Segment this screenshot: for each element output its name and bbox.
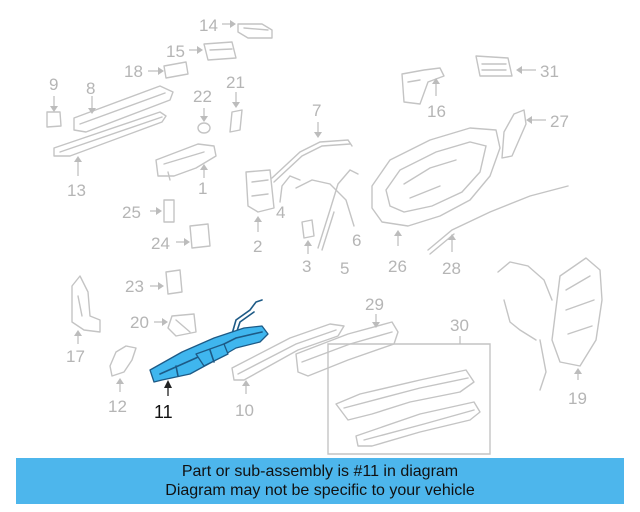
callout-5: 5 [340,259,349,278]
part-14[interactable]: 14 [199,16,273,39]
callout-27: 27 [550,112,569,131]
part-2[interactable]: 2 [245,169,275,256]
part-6[interactable]: 6 [295,179,361,250]
callout-18: 18 [124,62,143,81]
callout-1: 1 [198,179,207,198]
callout-3: 3 [302,257,311,276]
part-25[interactable]: 25 [122,199,175,223]
callout-30: 30 [450,316,469,335]
callout-16: 16 [427,102,446,121]
part-21[interactable]: 21 [226,73,245,133]
part-28[interactable]: 28 [427,185,569,278]
part-10[interactable]: 10 [231,323,345,420]
part-3[interactable]: 3 [301,219,315,276]
part-23[interactable]: 23 [125,269,183,296]
part-30[interactable]: 30 [327,316,491,455]
part-13[interactable]: 13 [53,111,167,200]
part-27[interactable]: 27 [501,109,569,159]
callout-6: 6 [352,231,361,250]
callout-4: 4 [276,203,285,222]
part-29[interactable]: 29 [295,295,399,377]
part-26[interactable]: 26 [371,127,501,276]
callout-11: 11 [154,402,173,422]
part-11-highlighted[interactable]: 11 [149,299,269,422]
callout-28: 28 [442,259,461,278]
callout-7: 7 [312,101,321,120]
part-16[interactable]: 16 [401,67,446,121]
part-31[interactable]: 31 [475,55,559,81]
part-19[interactable]: 19 [497,257,603,408]
part-1[interactable]: 1 [155,143,217,198]
callout-23: 23 [125,277,144,296]
callout-9: 9 [49,75,58,94]
part-24[interactable]: 24 [151,223,211,253]
banner-line-1: Part or sub-assembly is #11 in diagram [181,463,459,480]
callout-10: 10 [235,401,254,420]
banner-line-2: Diagram may not be specific to your vehi… [165,482,475,499]
callout-20: 20 [130,313,149,332]
callout-13: 13 [67,181,86,200]
callout-8: 8 [86,79,95,98]
part-17[interactable]: 17 [66,275,101,366]
parts-diagram: 9 8 13 18 14 15 [46,16,603,455]
callout-14: 14 [199,16,218,35]
part-9[interactable]: 9 [46,75,62,128]
part-4[interactable]: 4 [276,175,301,222]
callout-19: 19 [568,389,587,408]
callout-17: 17 [66,347,85,366]
callout-15: 15 [166,42,185,61]
callout-12: 12 [108,397,127,416]
part-20[interactable]: 20 [130,313,197,337]
callout-25: 25 [122,203,141,222]
callout-29: 29 [365,295,384,314]
part-18[interactable]: 18 [124,61,189,81]
part-5[interactable]: 5 [317,169,359,278]
part-8[interactable]: 8 [73,79,174,133]
callout-21: 21 [226,73,245,92]
part-7[interactable]: 7 [271,101,353,183]
callout-31: 31 [540,62,559,81]
callout-26: 26 [388,257,407,276]
info-banner: Part or sub-assembly is #11 in diagram D… [16,458,624,504]
callout-2: 2 [253,237,262,256]
callout-22: 22 [193,87,212,106]
part-12[interactable]: 12 [108,345,137,416]
part-22[interactable]: 22 [193,87,212,134]
callout-24: 24 [151,234,170,253]
part-15[interactable]: 15 [166,41,237,61]
